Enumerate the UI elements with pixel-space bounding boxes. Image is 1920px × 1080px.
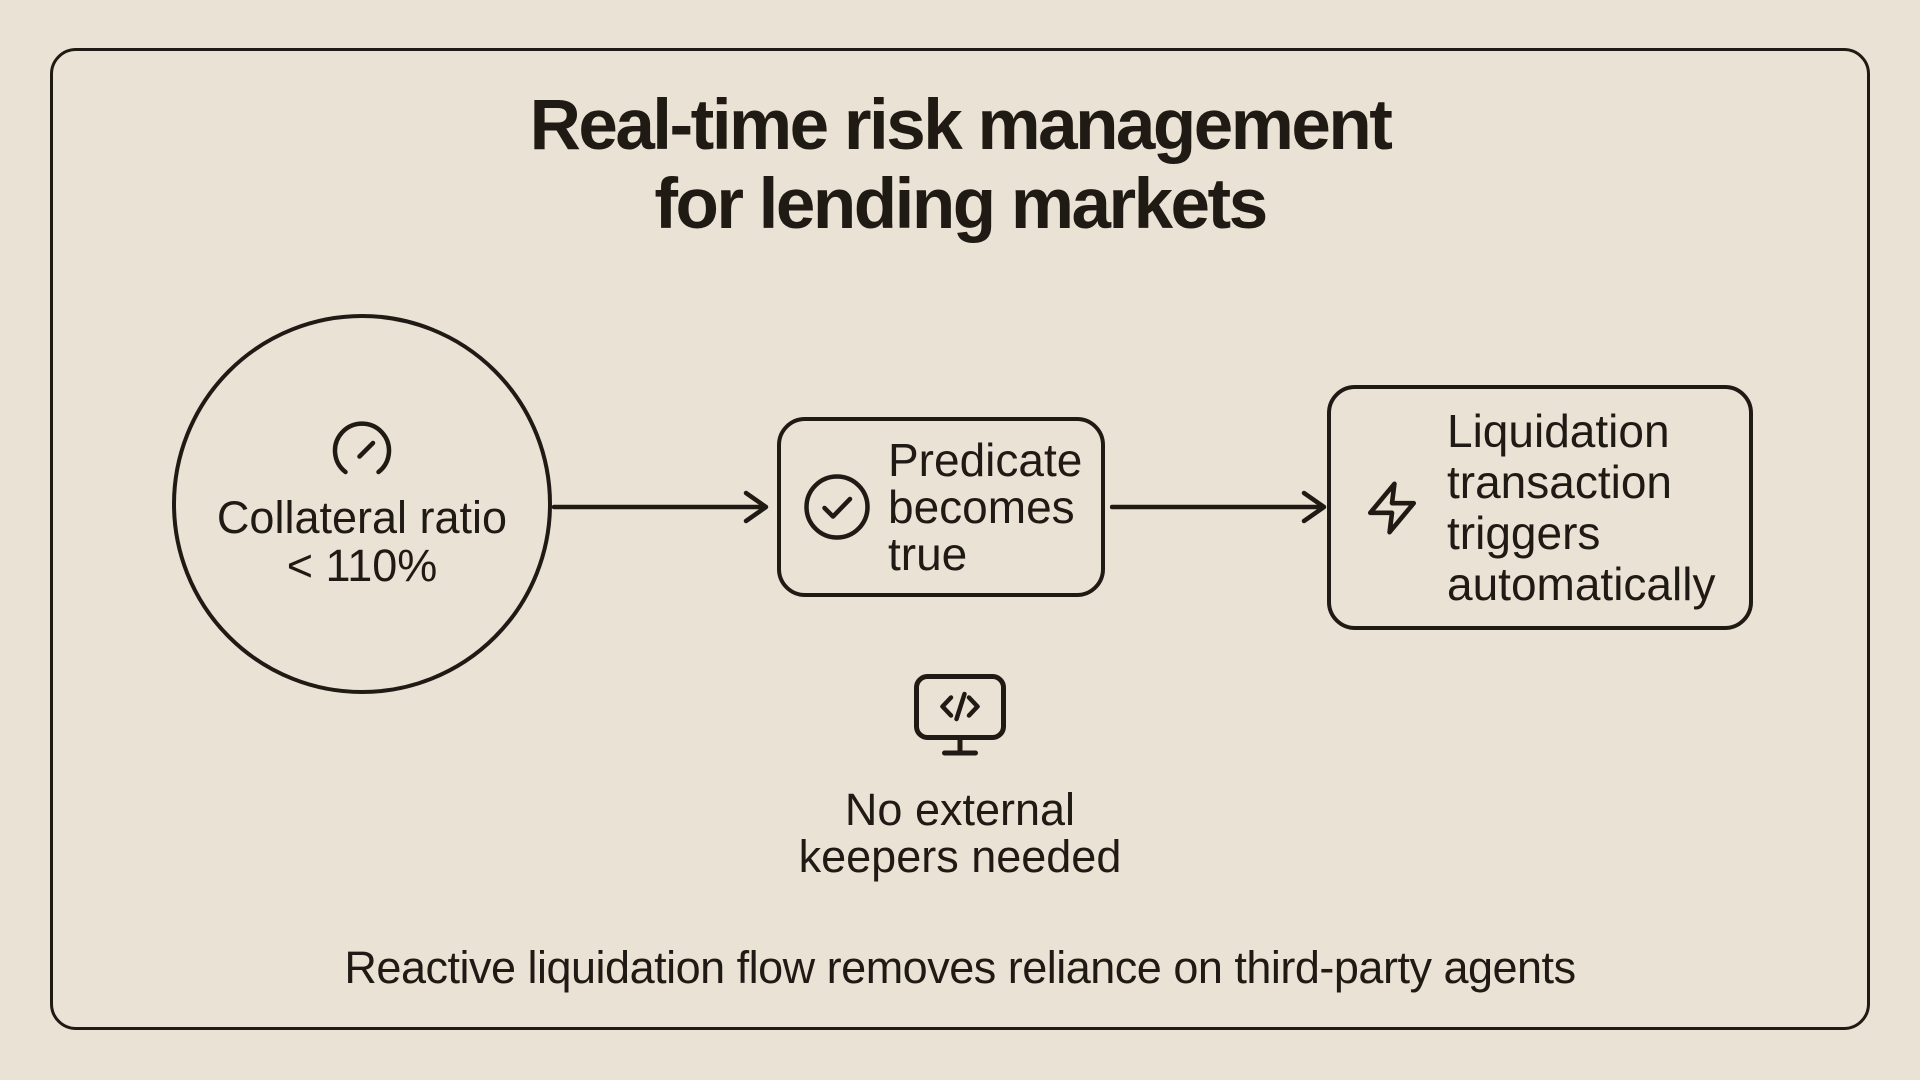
flow-node-predicate: Predicate becomes true	[777, 417, 1105, 597]
keeper-note: No external keepers needed	[720, 674, 1200, 880]
check-circle-icon	[804, 474, 870, 540]
condition-label: Collateral ratio < 110%	[216, 492, 508, 591]
arrow-right-icon	[552, 490, 769, 524]
predicate-label: Predicate becomes true	[888, 433, 1083, 580]
page-title: Real-time risk management for lending ma…	[529, 86, 1393, 244]
gauge-icon	[332, 421, 392, 475]
outer-frame	[50, 48, 1870, 1030]
keeper-note-label: No external keepers needed	[798, 784, 1122, 882]
flow-node-condition: Collateral ratio < 110%	[172, 314, 552, 694]
action-label: Liquidation transaction triggers automat…	[1447, 404, 1716, 610]
flow-node-action: Liquidation transaction triggers automat…	[1327, 385, 1753, 630]
lightning-icon	[1367, 481, 1417, 534]
bottom-caption: Reactive liquidation flow removes relian…	[344, 942, 1576, 993]
arrow-right-icon	[1110, 490, 1327, 524]
code-monitor-icon	[914, 674, 1006, 756]
